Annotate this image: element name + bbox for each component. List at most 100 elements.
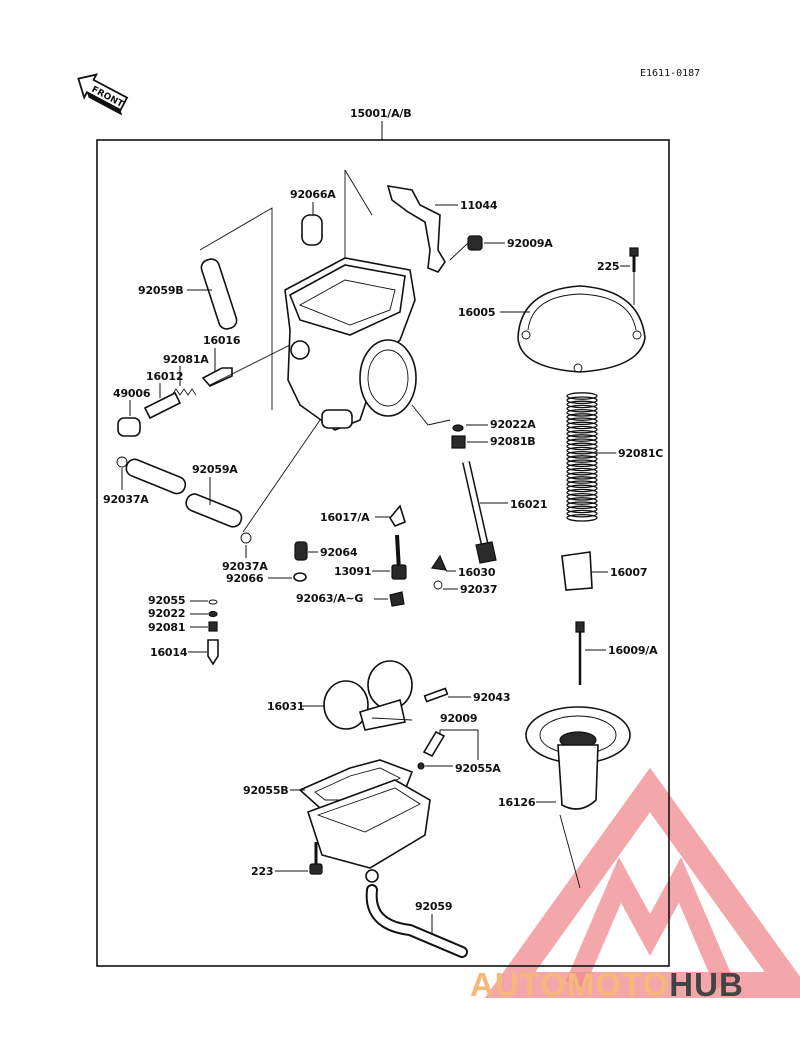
spring-coil [566,513,598,522]
part-92043 [423,687,449,703]
part-16030 [430,554,447,571]
part-92059B [200,258,238,330]
part-92059A [125,458,187,495]
spring-coil [566,446,598,455]
label-225: 225 [597,260,619,273]
spring-coil [566,476,598,484]
label-92066: 92066 [226,572,264,585]
label-92081C: 92081C [618,447,663,460]
part-92081C [566,392,598,522]
spring-coil [566,459,598,468]
part-92066A [301,214,323,246]
part-92022 [208,610,218,618]
part-16031 [323,660,413,731]
spring-coil [566,455,598,463]
part-13091 [391,534,407,580]
assembly-frame [96,139,670,967]
spring-coil [566,467,598,476]
part-92009A [449,235,483,261]
spring-coil [566,450,598,459]
label-16021: 16021 [510,498,547,511]
label-223: 223 [251,865,273,878]
label-92081: 92081 [148,621,185,634]
spring-coil [566,421,598,430]
part-92037A-left [116,456,128,468]
part-92037A-bottom [240,532,252,544]
part-92009 [422,730,446,758]
spring-coil [566,425,598,434]
watermark-text-part1: AUTOMOTO [470,966,669,1003]
carburetor-body [284,169,417,431]
label-92009: 92009 [440,712,477,725]
spring-coil [566,413,598,421]
label-16005: 16005 [458,306,495,319]
spring-coil [566,484,598,493]
label-92055: 92055 [148,594,185,607]
part-16005 [517,285,646,373]
label-92037: 92037 [460,583,497,596]
part-225 [629,247,639,305]
part-16017A [389,504,406,527]
label-92037A-left: 92037A [103,493,149,506]
label-16016: 16016 [203,334,241,347]
part-92063 [389,591,405,607]
part-16126 [525,706,631,889]
label-92081A: 92081A [163,353,209,366]
spring-coil [566,396,598,405]
part-16012 [143,391,182,420]
spring-coil [566,463,598,472]
spring-coil [566,400,598,409]
part-92081B [451,435,466,449]
part-92064 [294,541,308,561]
assembly-label: 15001/A/B [350,107,411,120]
label-92059: 92059 [415,900,452,913]
spring-coil [566,492,598,501]
part-16016 [201,367,233,387]
part-92037 [433,580,443,590]
spring-coil [566,408,598,417]
spring-coil [566,509,598,518]
label-92037A-bottom: 92037A [222,560,268,573]
spring-coil [566,392,598,400]
label-92022: 92022 [148,607,185,620]
label-13091: 13091 [334,565,371,578]
part-92055 [208,599,218,605]
label-92055A: 92055A [455,762,501,775]
part-11044 [386,185,446,273]
part-92022A [452,424,464,432]
part-223 [309,842,323,875]
spring-coil [566,471,598,480]
label-92064: 92064 [320,546,358,559]
spring-coil [566,505,598,514]
front-arrow-icon: FRONT [77,73,129,116]
spring-coil [566,429,598,438]
spring-coil [566,497,598,505]
label-16014: 16014 [150,646,188,659]
part-16021 [462,461,497,564]
part-92081 [208,621,218,632]
label-16017A: 16017/A [320,511,370,524]
label-49006: 49006 [113,387,151,400]
label-92081B: 92081B [490,435,535,448]
label-92059B: 92059B [138,284,183,297]
watermark-logo [484,767,800,998]
label-11044: 11044 [460,199,498,212]
watermark-m-icon [565,857,735,989]
part-16014 [207,639,219,666]
spring-coil [566,404,598,413]
label-92022A: 92022A [490,418,536,431]
label-92043: 92043 [473,691,510,704]
part-16007 [561,551,593,591]
spring-coil [566,417,598,426]
label-16126: 16126 [498,796,536,809]
label-16007: 16007 [610,566,647,579]
part-49006 [117,417,141,437]
label-16012: 16012 [146,370,183,383]
spring-coil [566,480,598,489]
watermark-text-part2: HUB [669,966,744,1003]
spring-coil [566,438,598,447]
spring-coil [566,442,598,451]
label-16030: 16030 [458,566,496,579]
label-92066A: 92066A [290,188,336,201]
